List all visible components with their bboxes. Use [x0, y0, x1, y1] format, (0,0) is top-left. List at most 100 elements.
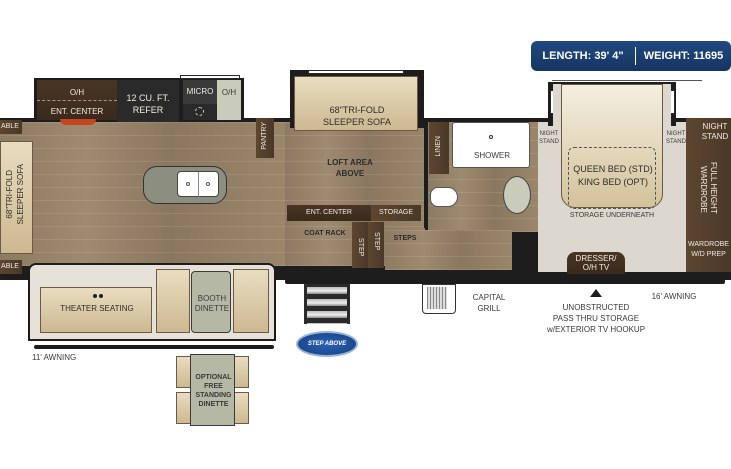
optional-dinette-line-3: STANDING — [195, 392, 232, 399]
refrigerator: 12 CU. FT. REFER — [117, 80, 179, 122]
table-bottom-label: ABLE — [1, 263, 19, 270]
oh-label: O/H — [69, 88, 85, 97]
booth-bench-right — [233, 269, 269, 333]
bed-line-1: QUEEN BED (STD) — [573, 164, 653, 174]
microwave: MICRO — [183, 80, 217, 104]
loft-sofa-line-2: SLEEPER SOFA — [322, 117, 392, 127]
night-stand-right-2: STAND — [666, 139, 686, 145]
booth-line-2: DINETTE — [194, 304, 230, 313]
step-1-label: STEP — [357, 238, 364, 257]
capital-grill-icon — [422, 284, 456, 314]
loft-area-line-1: LOFT AREA — [327, 158, 373, 167]
badge-underline — [552, 80, 702, 81]
oh-ent-center: O/H ENT. CENTER — [37, 80, 117, 120]
wardrobe-line-2: WARDROBE — [699, 166, 708, 213]
length-label: LENGTH: 39' 4" — [542, 50, 624, 62]
awning-rail-left — [34, 345, 274, 349]
steps-label: STEPS — [393, 235, 417, 242]
cooktop — [183, 104, 217, 120]
burner-icon — [195, 107, 204, 116]
drain-left — [186, 182, 190, 186]
loft-sleeper-sofa: 68"TRI-FOLD SLEEPER SOFA — [294, 76, 418, 131]
booth-bench-left — [156, 269, 190, 333]
oh-divider — [37, 100, 117, 101]
shower-label: SHOWER — [474, 151, 510, 160]
booth-line-1: BOOTH — [197, 294, 227, 303]
optional-dinette-line-4: DINETTE — [198, 401, 229, 408]
night-stand-right-1: NIGHT — [666, 131, 686, 137]
dresser-line-2: O/H TV — [582, 263, 610, 272]
pantry-label: PANTRY — [261, 122, 268, 150]
bed-line-2: KING BED (OPT) — [577, 177, 648, 187]
booth-dinette: BOOTH DINETTE — [191, 271, 231, 333]
left-sofa-line-1: 68"TRI-FOLD — [5, 170, 14, 219]
king-bed-outline — [568, 147, 656, 209]
loft-storage: STORAGE — [371, 205, 421, 221]
ent-center-label: ENT. CENTER — [50, 107, 104, 116]
table-top-label: ABLE — [1, 123, 19, 130]
shower-drain-icon — [489, 135, 493, 139]
optional-dinette-line-2: FREE — [204, 383, 223, 390]
left-sleeper-sofa: 68"TRI-FOLD SLEEPER SOFA — [0, 141, 33, 254]
micro-oh-cabinet: O/H — [217, 80, 241, 120]
pass-thru-line-1: UNOBSTRUCTED — [562, 303, 630, 312]
bath-wall — [424, 118, 428, 228]
dresser: DRESSER/ O/H TV — [567, 252, 625, 274]
cupholder-icon — [99, 294, 103, 298]
pass-thru-arrow-icon — [590, 289, 602, 297]
loft-window — [308, 70, 404, 74]
hall-floor — [385, 230, 512, 270]
awning-left-label: 11' AWNING — [32, 353, 77, 362]
storage-underneath-label: STORAGE UNDERNEATH — [569, 212, 655, 219]
refer-line-1: 12 CU. FT. — [126, 93, 170, 103]
loft-sofa-line-1: 68"TRI-FOLD — [329, 105, 385, 115]
bottom-slide: THEATER SEATING BOOTH DINETTE — [28, 263, 276, 341]
coat-rack-label: COAT RACK — [304, 230, 346, 237]
night-stand-left-1: NIGHT — [539, 131, 559, 137]
bath-sink-icon — [503, 176, 531, 214]
full-height-wardrobe: NIGHT STAND FULL HEIGHT WARDROBE — [686, 118, 731, 228]
optional-dinette: OPTIONAL FREE STANDING DINETTE — [190, 354, 235, 426]
micro-oh-label: O/H — [221, 88, 237, 97]
optional-dinette-line-1: OPTIONAL — [195, 374, 232, 381]
weight-label: WEIGHT: 11695 — [643, 50, 724, 62]
micro-label: MICRO — [186, 87, 214, 96]
living-floor — [0, 122, 285, 266]
wardrobe-wd-line-1: WARDROBE — [688, 241, 729, 248]
step-above-logo: STEP ABOVE — [296, 331, 358, 357]
night-stand-far-1: NIGHT — [702, 122, 728, 131]
pass-thru-line-3: w/EXTERIOR TV HOOKUP — [546, 325, 646, 334]
logo-text: STEP ABOVE — [307, 341, 347, 347]
end-table-bottom: ABLE — [0, 260, 22, 274]
grill-line-1: CAPITAL — [472, 293, 506, 302]
step-2-label: STEP — [373, 232, 380, 251]
loft-storage-label: STORAGE — [378, 209, 414, 216]
kitchen-island — [143, 166, 227, 204]
wardrobe-wd-prep: WARDROBE W/D PREP — [686, 228, 731, 272]
linen-label: LINEN — [435, 136, 442, 157]
loft-ent-center: ENT. CENTER — [287, 205, 371, 221]
spec-badge: LENGTH: 39' 4" WEIGHT: 11695 — [531, 41, 731, 71]
sink-divider — [198, 172, 199, 198]
night-stand-far-2: STAND — [701, 132, 729, 141]
left-sofa-label: 68"TRI-FOLD SLEEPER SOFA — [5, 164, 29, 230]
step-2: STEP — [368, 222, 384, 268]
grill-line-2: GRILL — [477, 304, 501, 313]
dresser-line-1: DRESSER/ — [575, 254, 617, 263]
wardrobe-line-1: FULL HEIGHT — [709, 162, 718, 214]
grill-grate — [427, 287, 447, 309]
loft-ent-center-label: ENT. CENTER — [306, 209, 352, 216]
pantry: PANTRY — [256, 118, 274, 158]
drain-right — [206, 182, 210, 186]
linen-closet: LINEN — [429, 122, 449, 174]
shower: SHOWER — [452, 122, 530, 168]
pass-thru-line-2: PASS THRU STORAGE — [552, 314, 640, 323]
sink-icon — [177, 171, 219, 198]
theater-seating: THEATER SEATING — [40, 287, 152, 333]
refer-line-2: REFER — [132, 105, 164, 115]
badge-divider — [635, 47, 636, 65]
step-1: STEP — [352, 222, 368, 268]
night-stand-left-2: STAND — [539, 139, 559, 145]
bottom-rail — [285, 279, 725, 284]
wardrobe-wd-line-2: W/D PREP — [691, 251, 726, 258]
